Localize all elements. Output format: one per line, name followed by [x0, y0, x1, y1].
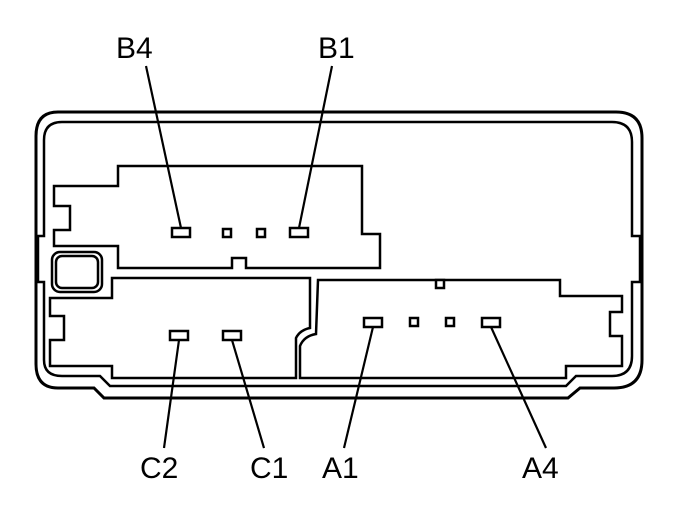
- cavity-c-outline: [48, 276, 312, 380]
- leader-a4: [489, 326, 548, 449]
- cavity-a-outline: [298, 278, 624, 380]
- pin-c1: [221, 329, 243, 342]
- pin-labels: B4 B1 C2 C1 A1 A4: [116, 32, 559, 485]
- pin-a3: [444, 316, 456, 328]
- leader-c1: [230, 339, 266, 449]
- cavity-a: [298, 278, 624, 380]
- pin-b1: [288, 226, 310, 239]
- pin-a2: [408, 316, 420, 328]
- connector-housing: [34, 110, 644, 400]
- leader-lines: [144, 65, 548, 449]
- cavity-b: [52, 164, 382, 270]
- label-a4: A4: [522, 452, 559, 485]
- label-c2: C2: [140, 452, 178, 485]
- pin-a1: [362, 316, 384, 329]
- pin-b2: [255, 227, 267, 239]
- latch-box: [50, 250, 104, 294]
- label-a1: A1: [322, 452, 359, 485]
- latch-box-inner: [54, 254, 100, 290]
- label-b4: B4: [116, 32, 153, 65]
- housing-inner-outline: [36, 120, 642, 388]
- latch-recess: [50, 250, 104, 294]
- leader-a1: [342, 326, 375, 449]
- pin-b4: [170, 226, 192, 239]
- label-c1: C1: [250, 452, 288, 485]
- leader-b1: [297, 65, 334, 229]
- label-b1: B1: [318, 32, 355, 65]
- cavity-b-outline: [52, 164, 382, 270]
- leader-c2: [162, 339, 181, 449]
- pin-a4: [480, 316, 502, 329]
- housing-outer-outline: [34, 110, 644, 400]
- pin-c2: [168, 329, 190, 342]
- pin-b3: [221, 227, 233, 239]
- leader-b4: [144, 65, 183, 229]
- pin-a-key: [434, 278, 446, 290]
